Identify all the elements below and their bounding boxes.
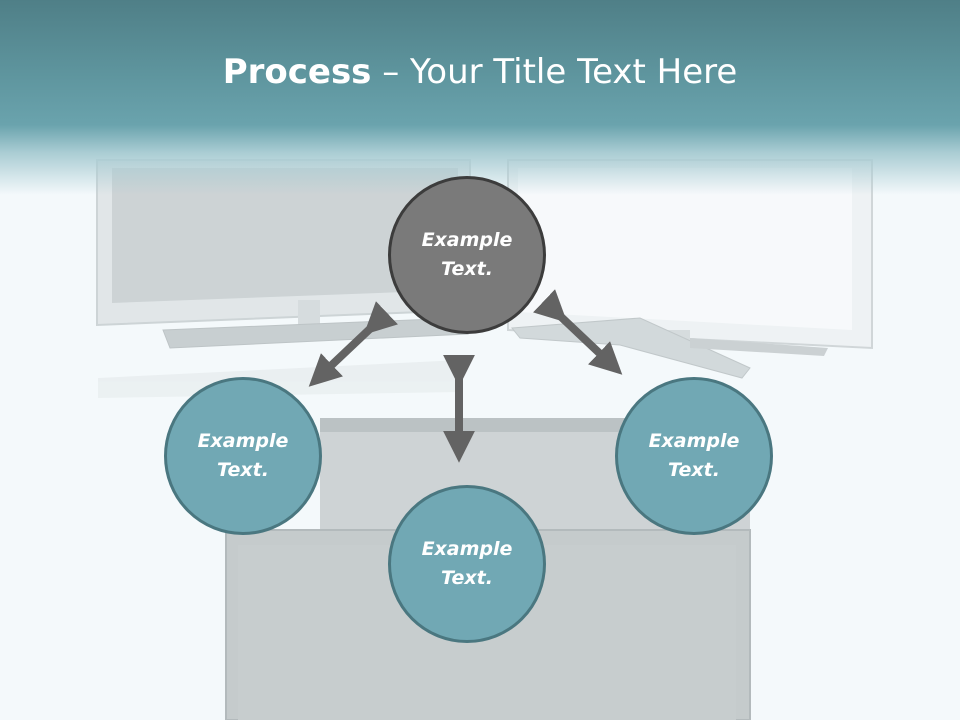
bottom-circle-text: Example Text. (421, 538, 513, 589)
right-circle[interactable]: Example Text. (615, 377, 773, 535)
arrow-center-right (533, 289, 623, 375)
left-circle-text: Example Text. (197, 430, 289, 481)
bottom-circle[interactable]: Example Text. (388, 485, 546, 643)
right-circle-text: Example Text. (648, 430, 740, 481)
title-bold: Process (222, 52, 372, 92)
center-circle[interactable]: Example Text. (388, 176, 546, 334)
title-rest: – Your Title Text Here (371, 52, 738, 92)
left-circle[interactable]: Example Text. (164, 377, 322, 535)
arrow-center-left (308, 301, 398, 387)
page-title: Process – Your Title Text Here (0, 52, 960, 92)
title-banner: Process – Your Title Text Here (0, 0, 960, 195)
center-circle-text: Example Text. (421, 229, 513, 280)
